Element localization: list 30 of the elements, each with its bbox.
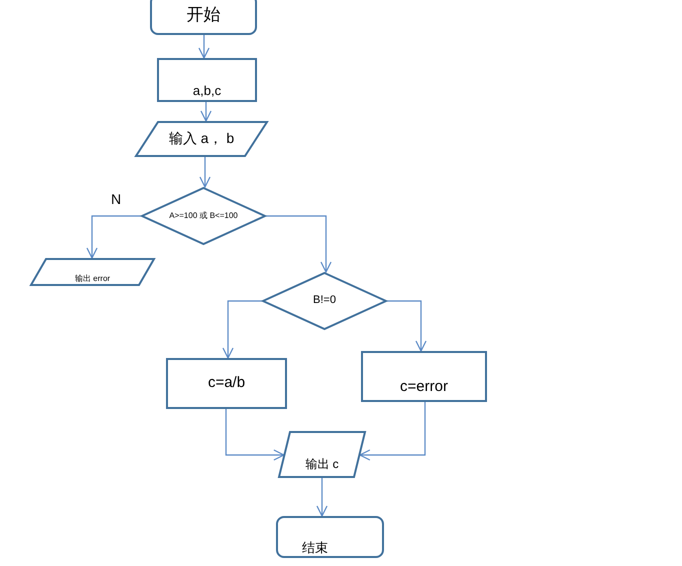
decision-diamond	[262, 272, 387, 330]
node-text: 结束	[302, 540, 328, 556]
arrow	[266, 215, 332, 273]
node-text: a,b,c	[192, 82, 222, 99]
node-text: B!=0	[313, 294, 336, 308]
node-text: 输入 a， b	[168, 130, 234, 148]
arrow	[198, 35, 210, 59]
io-parallelogram	[278, 431, 366, 478]
terminal-box	[150, 0, 257, 35]
node-text: c=error	[400, 378, 448, 397]
io-parallelogram	[135, 121, 268, 157]
arrow	[199, 157, 211, 188]
process-box	[166, 358, 287, 409]
arrow	[359, 402, 426, 461]
node-text: c=a/b	[208, 374, 246, 393]
arrow	[200, 102, 212, 122]
io-parallelogram	[30, 258, 155, 286]
terminal-box	[276, 516, 384, 558]
process-box	[361, 351, 487, 402]
node-text: A>=100 或 B<=100	[168, 210, 238, 222]
node-text: 输出 error	[74, 274, 110, 284]
node-text: 开始	[186, 4, 220, 26]
decision-diamond	[141, 187, 266, 245]
arrow	[86, 215, 141, 259]
process-box	[157, 58, 257, 102]
arrow	[316, 478, 328, 517]
arrow	[222, 300, 262, 359]
arrow	[225, 409, 284, 461]
node-text: 输出 c	[305, 457, 339, 472]
arrow	[387, 300, 427, 352]
